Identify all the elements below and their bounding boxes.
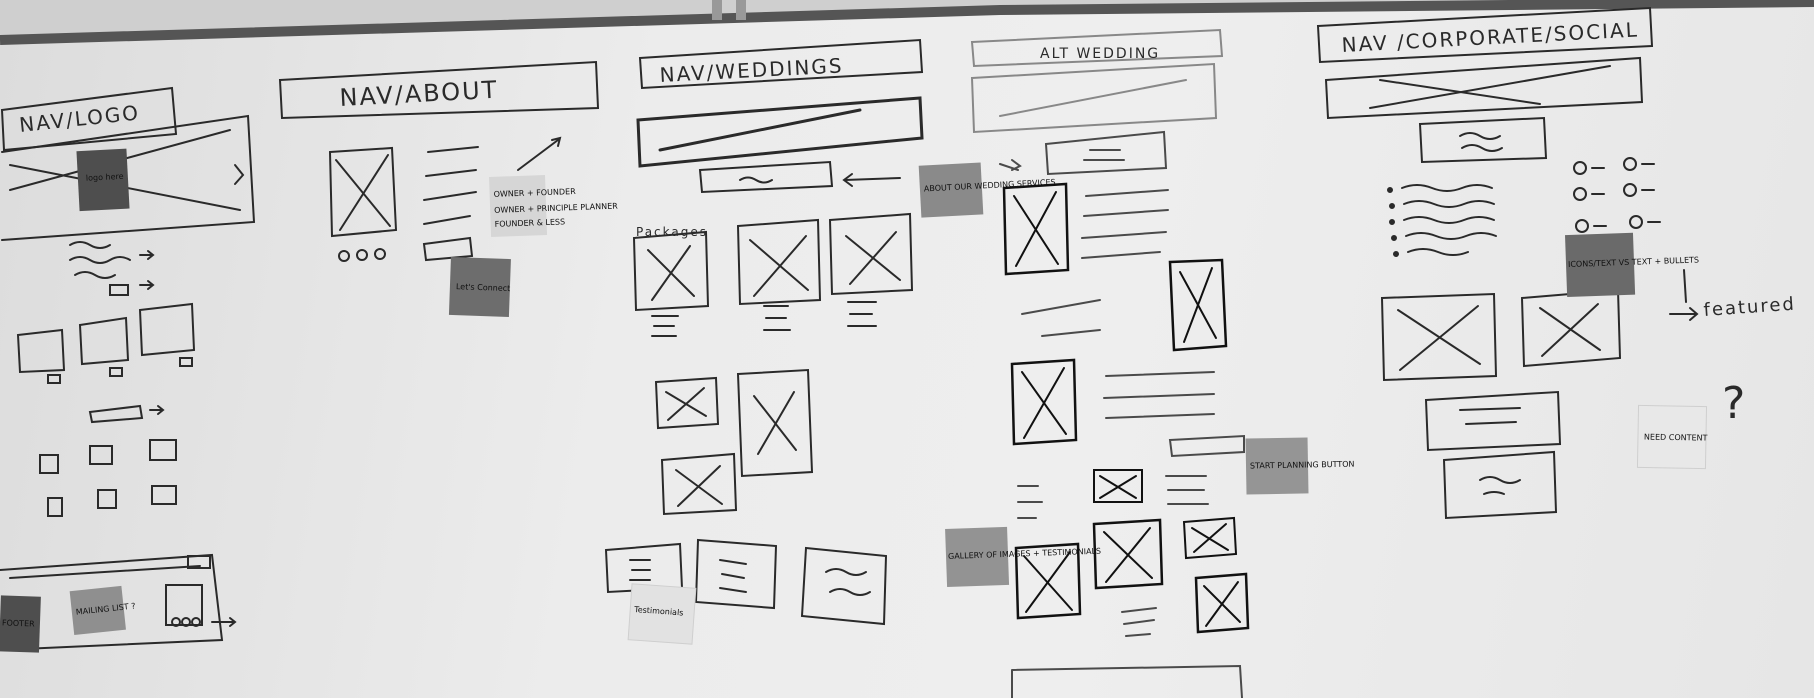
svg-text:OWNER + PRINCIPLE PLANNER: OWNER + PRINCIPLE PLANNER bbox=[494, 202, 618, 215]
sticky-about-wedding-services: ABOUT OUR WEDDING SERVICES bbox=[918, 162, 1056, 218]
column-nav-weddings: NAV/WEDDINGS Packages bbox=[604, 38, 924, 626]
sticky-logo: logo here bbox=[76, 148, 130, 212]
icon-list bbox=[1573, 157, 1661, 233]
column-alt-wedding: ALT WEDDING bbox=[970, 28, 1250, 698]
bullet-list bbox=[1387, 184, 1497, 257]
sticky-notes: logo here Let's Connect OWNER + FOUNDER … bbox=[0, 148, 1708, 653]
svg-text:logo here: logo here bbox=[86, 172, 124, 183]
heading-alt-wedding: ALT WEDDING bbox=[1040, 46, 1160, 62]
sticky-need-content: NEED CONTENT bbox=[1636, 404, 1708, 470]
label-question: ? bbox=[1722, 378, 1747, 429]
heading-nav-weddings: NAV/WEDDINGS bbox=[659, 53, 844, 87]
sticky-owner-founder: OWNER + FOUNDER OWNER + PRINCIPLE PLANNE… bbox=[489, 175, 618, 237]
sticky-icons-text: ICONS/TEXT VS TEXT + BULLETS bbox=[1565, 232, 1699, 298]
svg-text:OWNER + FOUNDER: OWNER + FOUNDER bbox=[493, 187, 576, 199]
svg-text:START PLANNING BUTTON: START PLANNING BUTTON bbox=[1250, 460, 1355, 471]
svg-text:Let's Connect: Let's Connect bbox=[456, 282, 511, 293]
sticky-gallery: GALLERY OF IMAGES + TESTIMONIALS bbox=[945, 526, 1101, 587]
label-featured: featured bbox=[1703, 294, 1797, 321]
sticky-lets-connect: Let's Connect bbox=[448, 256, 511, 318]
column-nav-corporate-social: NAV /CORPORATE/SOCIAL bbox=[1316, 6, 1797, 520]
heading-nav-corporate-social: NAV /CORPORATE/SOCIAL bbox=[1341, 17, 1639, 57]
sticky-bottom-left: FOOTER bbox=[0, 595, 41, 653]
svg-text:FOUNDER & LESS: FOUNDER & LESS bbox=[495, 217, 566, 228]
heading-nav-about: NAV/ABOUT bbox=[339, 76, 499, 112]
column-nav-about: NAV/ABOUT bbox=[278, 60, 600, 262]
board-top-rail bbox=[0, 0, 1814, 45]
sticky-start-planning: START PLANNING BUTTON bbox=[1245, 437, 1355, 495]
svg-text:FOOTER: FOOTER bbox=[2, 618, 35, 628]
sticky-testimonials: Testimonials bbox=[627, 583, 697, 645]
svg-text:NEED CONTENT: NEED CONTENT bbox=[1644, 433, 1708, 443]
svg-text:Testimonials: Testimonials bbox=[633, 605, 684, 617]
sticky-mailing-list: MAILING LIST ? bbox=[69, 585, 136, 636]
